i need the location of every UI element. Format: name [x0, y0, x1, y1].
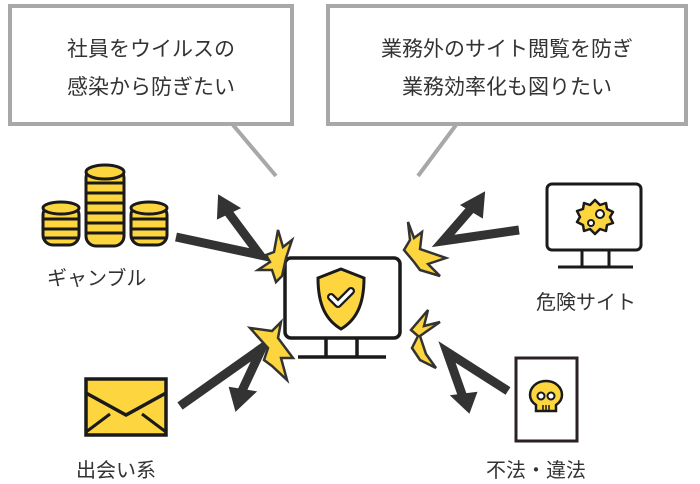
- bubble-right-line2: 業務効率化も図りたい: [402, 75, 612, 99]
- label-dangerous-site: 危険サイト: [536, 290, 636, 314]
- bubble-right-line1: 業務外のサイト閲覧を防ぎ: [381, 37, 633, 61]
- bubble-tail-right: [416, 123, 458, 178]
- label-illegal: 不法・違法: [486, 458, 586, 482]
- virus-monitor-icon: [545, 182, 643, 269]
- burst-upper-right-icon: [402, 221, 450, 278]
- label-gambling: ギャンブル: [47, 266, 147, 290]
- envelope-icon: [84, 377, 168, 437]
- skull-document-icon: [514, 356, 579, 443]
- speech-bubble-efficiency: 業務外のサイト閲覧を防ぎ 業務効率化も図りたい: [326, 4, 688, 126]
- label-dating: 出会い系: [76, 458, 156, 482]
- bubble-tail-left: [231, 123, 278, 178]
- bubble-left-line1: 社員をウイルスの: [67, 37, 235, 61]
- burst-upper-left-icon: [253, 229, 295, 285]
- coin-stacks-icon: [41, 163, 169, 248]
- speech-bubble-virus-protection: 社員をウイルスの 感染から防ぎたい: [8, 4, 294, 126]
- burst-lower-left-icon: [246, 318, 296, 384]
- deflected-arrows: [175, 191, 520, 414]
- shield-check-monitor-icon: [283, 256, 402, 359]
- burst-lower-right-icon: [409, 309, 441, 370]
- bubble-left-line2: 感染から防ぎたい: [67, 75, 235, 99]
- impact-bursts: [246, 221, 450, 384]
